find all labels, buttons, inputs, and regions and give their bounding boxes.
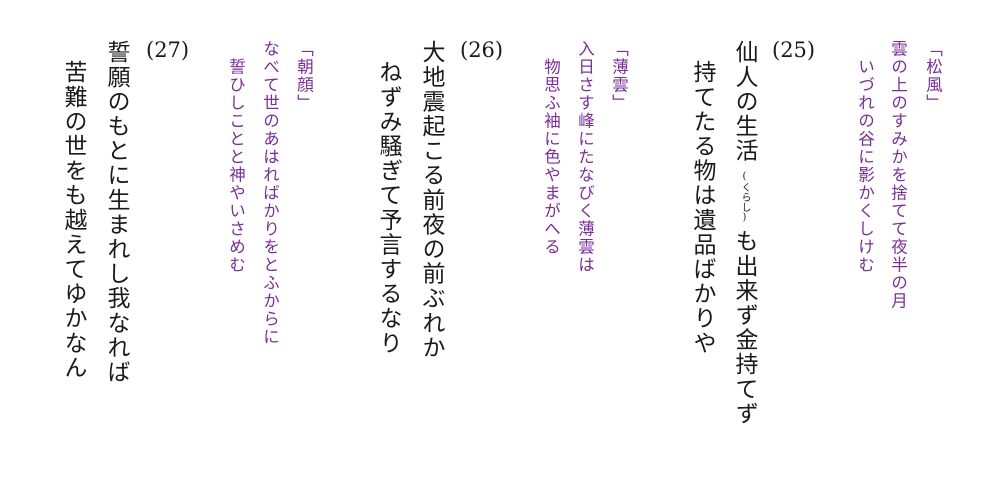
poem-26-line1: 大地震起こる前夜の前ぶれか xyxy=(418,40,444,360)
poem-27-number: (27) xyxy=(146,40,189,61)
poem-27-reference-line1: なべて世のあはればかりをとふからに xyxy=(260,40,280,346)
poem-26-reference-title: 「薄雲」 xyxy=(609,40,629,112)
poem-25-line1-part-a: 仙人の生活 xyxy=(731,40,757,163)
poem-27-line2: 苦難の世をも越えてゆかなん xyxy=(60,60,86,380)
poem-25-number-text: (25) xyxy=(772,38,816,62)
poem-27-line1: 誓願のもとに生まれし我なれば xyxy=(103,40,129,385)
poem-26-reference-line2: 物思ふ袖に色やまがへる xyxy=(541,58,561,256)
poem-25-line2: 持てたる物は遺品ばかりや xyxy=(689,60,715,356)
poem-26-reference-line1: 入日さす峰にたなびく薄雲は xyxy=(575,40,595,274)
poem-25-line1-part-b: も出来ず金持てず xyxy=(731,229,757,426)
poem-27-number-text: (27) xyxy=(146,38,190,62)
poem-25-ruby: (くらし) xyxy=(739,171,750,223)
poem-27-reference-title: 「朝顔」 xyxy=(294,40,314,112)
poem-26-number-text: (26) xyxy=(460,38,504,62)
poem-25-reference-line1: 雲の上のすみかを捨てて夜半の月 xyxy=(888,40,908,310)
poem-26-line2: ねずみ騒ぎて予言するなり xyxy=(375,60,401,356)
poem-25-reference-title: 「松風」 xyxy=(923,40,943,112)
poem-27-reference-line2: 誓ひしことと神やいさめむ xyxy=(226,58,246,274)
poem-25-number: (25) xyxy=(772,40,815,61)
poem-25-reference-line2: いづれの谷に影かくしけむ xyxy=(855,58,875,274)
poem-26-number: (26) xyxy=(460,40,503,61)
poem-25-line1: 仙人の生活 (くらし) も出来ず金持てず xyxy=(731,40,757,426)
